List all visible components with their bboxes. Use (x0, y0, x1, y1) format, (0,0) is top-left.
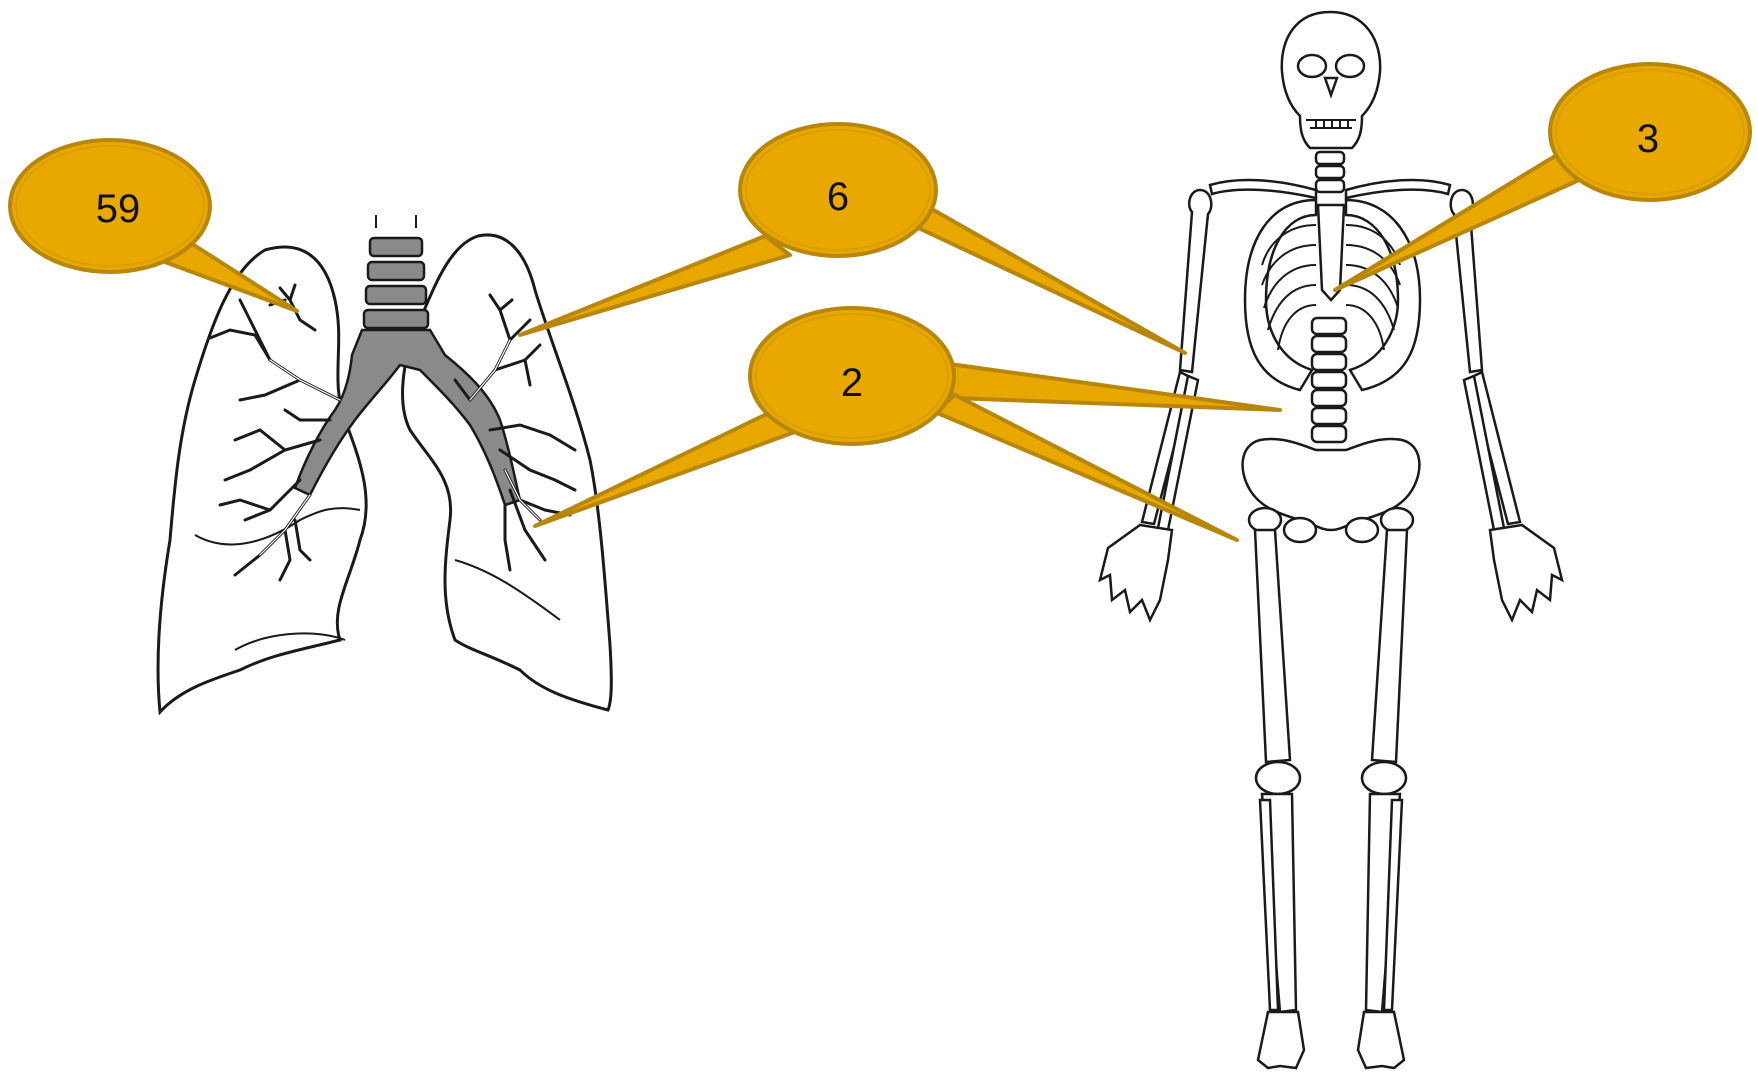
callout-3[interactable]: 3 (1335, 64, 1750, 290)
callout-2-pointer-spine (950, 364, 1280, 410)
right-arm (1451, 190, 1562, 620)
left-leg (1249, 508, 1304, 1068)
left-foot (1258, 1012, 1304, 1068)
skull (1282, 12, 1380, 148)
skeleton-illustration (1100, 12, 1562, 1068)
right-foot (1358, 1012, 1404, 1068)
callout-2-label: 2 (841, 361, 863, 405)
callout-6-pointer-arm (912, 208, 1185, 353)
right-lung (158, 247, 366, 712)
left-hand (1100, 525, 1172, 620)
trachea (364, 215, 428, 328)
right-leg (1358, 508, 1413, 1068)
callout-59[interactable]: 59 (10, 140, 297, 311)
callout-3-label: 3 (1637, 117, 1659, 161)
right-hand (1490, 525, 1562, 620)
callout-59-label: 59 (96, 187, 141, 231)
callout-6-pointer-lung (520, 236, 790, 335)
callout-6-label: 6 (827, 175, 849, 219)
lungs-illustration (158, 215, 611, 712)
